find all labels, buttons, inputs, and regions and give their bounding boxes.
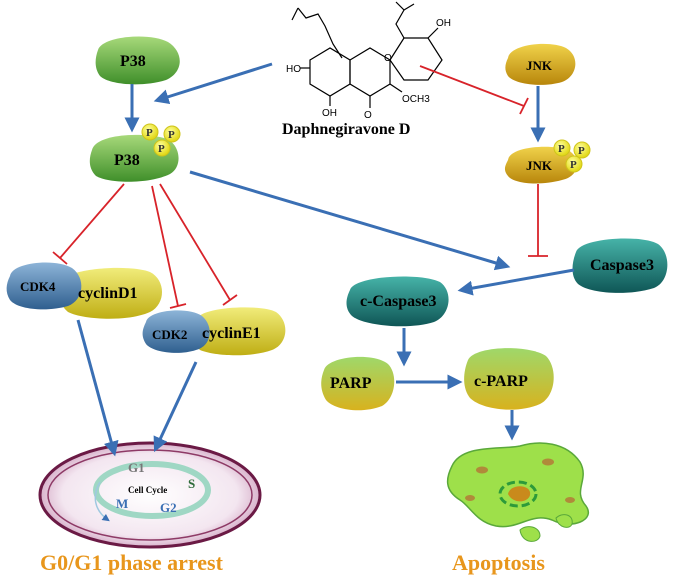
apoptosis-label: Apoptosis — [452, 550, 545, 575]
arrow-caspase3-cleavage — [457, 268, 575, 296]
g2-label: G2 — [160, 500, 177, 515]
cdk2-cycline1-complex: CDK2 cyclinE1 — [142, 307, 286, 356]
cyclind1-label: cyclinD1 — [78, 285, 138, 302]
c-caspase3-label: c-Caspase3 — [360, 293, 436, 310]
c-parp-label: c-PARP — [474, 373, 528, 390]
m-label: M — [116, 496, 128, 511]
phospho-label: P — [558, 143, 565, 155]
inhibit-p38-to-cycline1 — [159, 183, 238, 306]
phospho-label: P — [146, 127, 153, 139]
phospho-label: P — [158, 143, 165, 155]
p38-phospho-label: P38 — [114, 152, 140, 169]
caspase3-protein: Caspase3 — [572, 238, 668, 293]
compound-name: Daphnegiravone D — [282, 121, 410, 138]
phospho-circle — [141, 123, 159, 141]
inhibit-jnk-to-caspase — [528, 184, 548, 257]
compound-och3: OCH3 — [402, 94, 430, 105]
compound-structure — [291, 1, 443, 108]
compound-oh-bottom: OH — [322, 108, 337, 119]
apoptotic-cell-graphic — [446, 442, 589, 542]
phospho-label: P — [168, 129, 175, 141]
arrow-compound-to-p38 — [153, 62, 273, 104]
cdk4-label: CDK4 — [20, 279, 56, 294]
arrow-p38-to-caspase3 — [189, 170, 511, 271]
g1-label: G1 — [128, 460, 145, 475]
phospho-circle — [163, 125, 181, 143]
phospho-circle — [565, 155, 583, 173]
p38-label: P38 — [120, 53, 146, 70]
cdk2-label: CDK2 — [152, 327, 187, 342]
arrow-cycline1-to-cell-cycle — [153, 361, 198, 453]
compound-ho-left: HO — [286, 64, 301, 75]
phospho-circle — [573, 141, 591, 159]
s-label: S — [188, 476, 195, 491]
phospho-label: P — [578, 145, 585, 157]
inhibit-compound-to-jnk — [419, 65, 529, 115]
p38-phospho-protein: P38 P P P — [89, 123, 181, 182]
jnk-phospho-label: JNK — [526, 158, 553, 173]
cell-cycle-graphic: G1 S G2 M Cell Cycle — [38, 441, 262, 549]
phospho-label: P — [570, 159, 577, 171]
arrow-cyclind1-to-cell-cycle — [76, 319, 119, 457]
parp-label: PARP — [330, 375, 372, 392]
phospho-circle — [153, 139, 171, 157]
cdk4-cyclind1-complex: CDK4 cyclinD1 — [6, 262, 162, 319]
caspase3-label: Caspase3 — [590, 257, 654, 274]
compound-oh-right: OH — [436, 18, 451, 29]
jnk-label: JNK — [526, 58, 553, 73]
g0g1-arrest-label: G0/G1 phase arrest — [40, 550, 224, 575]
inhibit-p38-to-cdk4 — [52, 183, 125, 265]
compound-keto-o: O — [364, 110, 372, 121]
p38-protein: P38 — [95, 36, 180, 85]
jnk-phospho-protein: JNK P P P — [504, 139, 591, 184]
parp-protein: PARP — [321, 356, 395, 411]
cycline1-label: cyclinE1 — [202, 325, 261, 342]
cell-cycle-title: Cell Cycle — [128, 485, 167, 495]
compound-ring-o: O — [384, 53, 392, 64]
inhibit-p38-to-cdk2 — [151, 185, 187, 309]
jnk-protein: JNK — [505, 43, 576, 85]
phospho-circle — [553, 139, 571, 157]
c-caspase3-protein: c-Caspase3 — [346, 276, 449, 327]
c-parp-protein: c-PARP — [464, 348, 554, 410]
